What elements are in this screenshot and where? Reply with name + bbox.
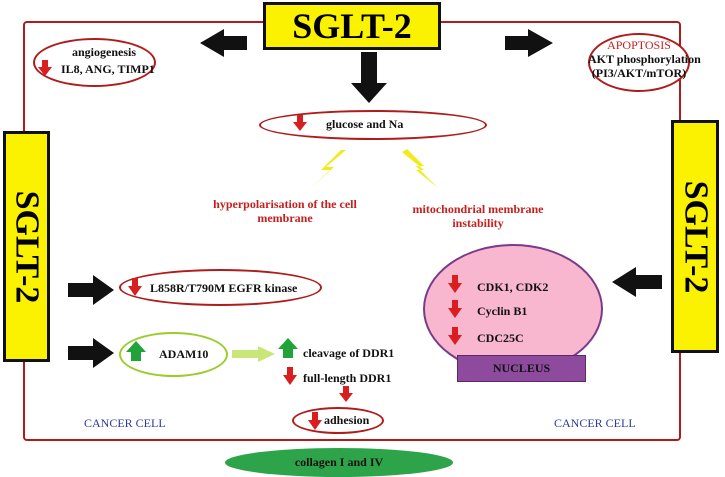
full-length-ddr1-label: full-length DDR1 [303,371,392,385]
mitochondrial-line1: mitochondrial membrane [412,202,544,216]
adhesion-label: adhesion [324,413,370,427]
egfr-oval [119,269,322,306]
hyperpolarisation-line1: hyperpolarisation of the cell [213,197,357,211]
mitochondrial-line2: instability [452,216,504,230]
angiogenesis-oval [33,38,156,87]
nucleus-item-cdk: CDK1, CDK2 [477,280,549,294]
apoptosis-pathway: (PI3/AKT/mTOR) [591,66,687,80]
cleavage-ddr1-label: cleavage of DDR1 [303,346,395,360]
egfr-label: L858R/T790M EGFR kinase [150,281,298,295]
collagen-oval: collagen I and IV [225,448,453,477]
sglt2-left-box: SGLT-2 [3,131,50,362]
sglt2-right-box: SGLT-2 [671,120,719,353]
glucose-label: glucose and Na [326,117,404,131]
nucleus-label: NUCLEUS [457,355,586,382]
cancer-cell-label-left: CANCER CELL [84,416,166,430]
nucleus-item-cdc25c: CDC25C [477,331,524,345]
cancer-cell-label-right: CANCER CELL [554,416,636,430]
sglt2-left-label: SGLT-2 [8,190,46,303]
sglt2-top-label: SGLT-2 [292,6,412,46]
apoptosis-oval [588,33,690,92]
adam10-label: ADAM10 [159,347,209,361]
sglt2-right-label: SGLT-2 [677,180,715,293]
nucleus-item-cyclin: Cyclin B1 [477,304,528,318]
adam10-oval [119,332,228,377]
angiogenesis-title: angiogenesis [72,45,137,59]
angiogenesis-markers: IL8, ANG, TIMP1 [61,62,155,76]
nucleus [423,244,603,374]
apoptosis-title: APOPTOSIS [607,38,671,52]
apoptosis-akt: AKT phosphorylation [588,52,701,66]
hyperpolarisation-line2: membrane [257,211,313,225]
sglt2-top-box: SGLT-2 [263,2,441,50]
adhesion-oval [292,407,384,434]
